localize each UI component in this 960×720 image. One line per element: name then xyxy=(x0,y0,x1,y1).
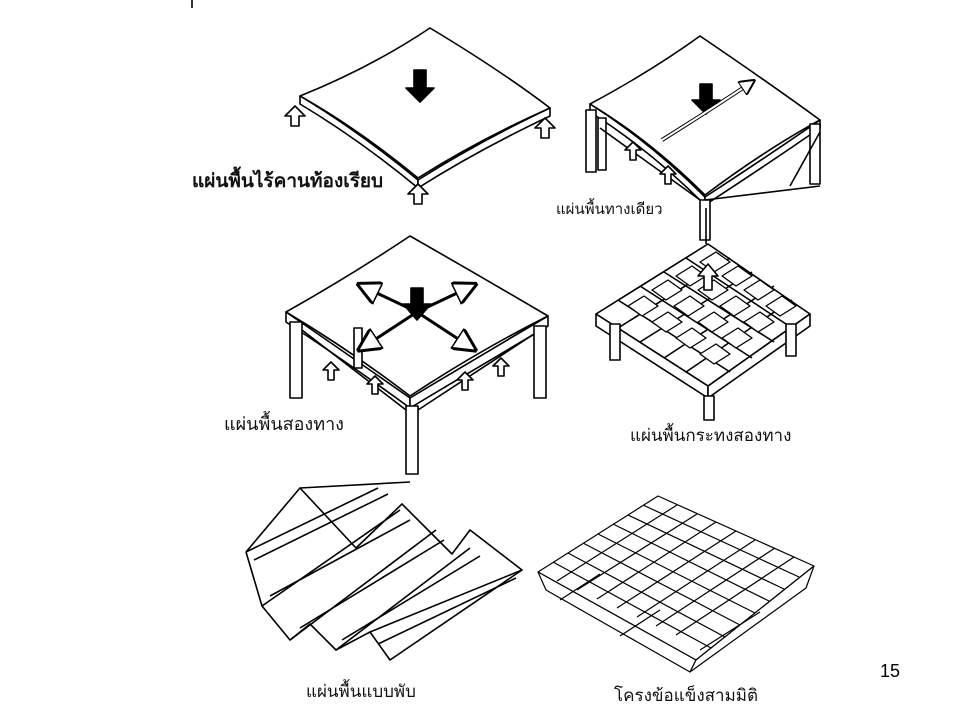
folded-plate-figure xyxy=(245,481,523,661)
page-number: 15 xyxy=(879,661,900,681)
one-way-slab-figure xyxy=(585,35,821,241)
caption-space-frame: โครงข้อแข็งสามมิติ xyxy=(614,686,759,706)
caption-two-way-slab: แผ่นพื้นสองทาง xyxy=(224,414,344,435)
two-way-slab-figure xyxy=(285,235,549,475)
caption-folded-plate: แผ่นพื้นแบบพับ xyxy=(306,682,416,702)
space-frame-figure xyxy=(537,495,815,673)
reaction-arrow-icon xyxy=(407,183,429,205)
caption-one-way-slab: แผ่นพื้นทางเดียว xyxy=(556,200,663,218)
caption-waffle-slab: แผ่นพื้นกระทงสองทาง xyxy=(630,426,792,446)
load-arrow-icon xyxy=(405,69,435,103)
reaction-arrow-icon xyxy=(284,105,306,127)
waffle-slab-figure xyxy=(595,208,811,421)
load-arrow-icon xyxy=(402,287,432,321)
flat-plate-slab-figure xyxy=(284,27,556,205)
reaction-arrow-icon xyxy=(534,117,556,139)
caption-flat-plate-slab: แผ่นพื้นไร้คานท้องเรียบ xyxy=(192,170,384,192)
